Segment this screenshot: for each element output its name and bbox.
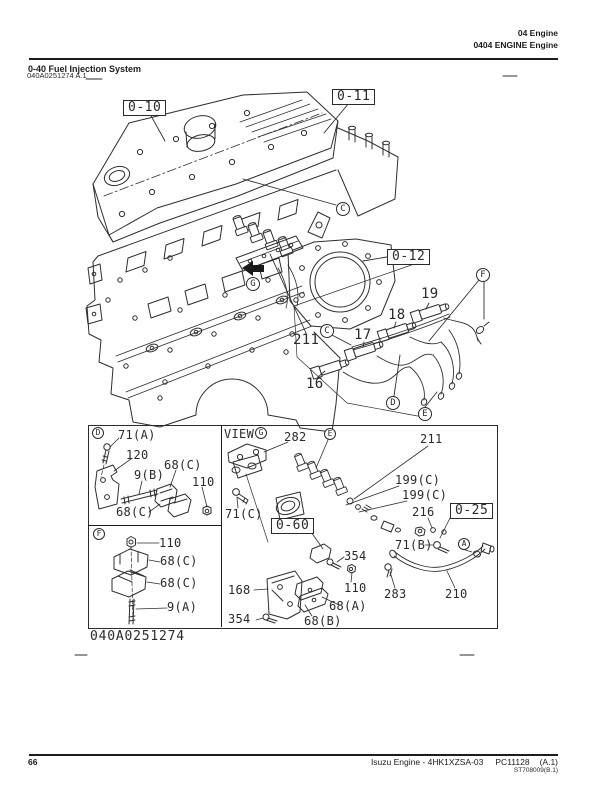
callout-box-0-12: 0-12 <box>387 249 431 265</box>
part-label-110-1: 110 <box>192 475 215 489</box>
engine-flywheel-housing <box>287 238 396 330</box>
header-chapter: 04 Engine <box>517 28 558 38</box>
footer-model-ref: Isuzu Engine - 4HK1XZSA-03 <box>370 757 484 767</box>
part-label-283: 283 <box>384 587 407 601</box>
callout-box-0-10: 0-10 <box>123 100 167 116</box>
ref-circle-E2: E <box>324 428 336 440</box>
part-label-68A: 68(A) <box>329 599 367 613</box>
part-label-68B: 68(B) <box>304 614 342 628</box>
view-circle-G: G <box>255 427 267 439</box>
ref-circle-F: F <box>476 268 490 282</box>
footer-publication-ref: PC11128 <box>495 757 530 767</box>
footer-reference: Isuzu Engine - 4HK1XZSA-03 PC11128 (A.1) <box>371 757 558 767</box>
callout-box-0-60: 0-60 <box>271 518 315 534</box>
part-label-68C-4: 68(C) <box>160 576 198 590</box>
part-label-71C: 71(C) <box>225 507 263 521</box>
footer-rule <box>29 754 558 756</box>
part-label-110-2: 110 <box>159 536 182 550</box>
callout-box-0-11: 0-11 <box>332 89 376 105</box>
part-label-120: 120 <box>126 448 149 462</box>
page-number: 66 <box>28 757 38 767</box>
figure-number: 040A0251274 <box>90 629 185 644</box>
ref-circle-A: A <box>458 538 470 550</box>
inset-divider-horizontal <box>88 525 221 526</box>
inset-divider-vertical <box>221 425 222 627</box>
view-direction-arrow <box>242 261 264 276</box>
part-label-211b: 211 <box>420 432 443 446</box>
part-label-168: 168 <box>228 583 251 597</box>
part-label-211: 211 <box>293 332 320 348</box>
part-label-354-2: 354 <box>228 612 251 626</box>
part-label-18: 18 <box>388 307 406 323</box>
part-label-354-1: 354 <box>344 549 367 563</box>
ref-circle-C2: C <box>320 324 334 338</box>
section-circle-F: F <box>93 528 105 540</box>
ref-circle-G: G <box>246 277 260 291</box>
part-label-16: 16 <box>306 376 324 392</box>
part-label-17: 17 <box>354 327 372 343</box>
ref-circle-E: E <box>418 407 432 421</box>
view-label: VIEW <box>224 427 255 441</box>
section-circle-D: D <box>92 427 104 439</box>
part-label-216: 216 <box>412 505 435 519</box>
injector-cluster <box>230 213 304 309</box>
ref-circle-C1: C <box>336 202 350 216</box>
part-label-199C-1: 199(C) <box>395 473 441 487</box>
footer-drawing-ref: ST708009(B.1) <box>513 767 558 774</box>
part-label-282: 282 <box>284 430 307 444</box>
figure-reference: 040A0251274 A.1 <box>27 71 87 80</box>
part-label-71B: 71(B) <box>395 538 433 552</box>
part-label-71A: 71(A) <box>118 428 156 442</box>
engine-cylinder-head <box>97 125 399 273</box>
ref-circle-D: D <box>386 396 400 410</box>
part-label-9A: 9(A) <box>167 600 198 614</box>
footer-revision: (A.1) <box>539 757 558 767</box>
page-title: 0-40 Fuel Injection System <box>28 64 142 74</box>
part-label-199C-2: 199(C) <box>402 488 448 502</box>
callout-box-0-25: 0-25 <box>450 503 494 519</box>
part-label-68C-2: 68(C) <box>116 505 154 519</box>
part-label-68C-3: 68(C) <box>160 554 198 568</box>
header-rule <box>29 58 558 60</box>
fuel-pipes <box>293 261 490 418</box>
main-leader-lines <box>149 102 485 408</box>
part-label-110-3: 110 <box>344 581 367 595</box>
part-label-19: 19 <box>421 286 439 302</box>
part-label-9B: 9(B) <box>134 468 165 482</box>
part-label-68C-1: 68(C) <box>164 458 202 472</box>
part-label-210: 210 <box>445 587 468 601</box>
header-section: 0404 ENGINE Engine <box>473 40 558 50</box>
detail-inset-frame <box>88 425 498 629</box>
